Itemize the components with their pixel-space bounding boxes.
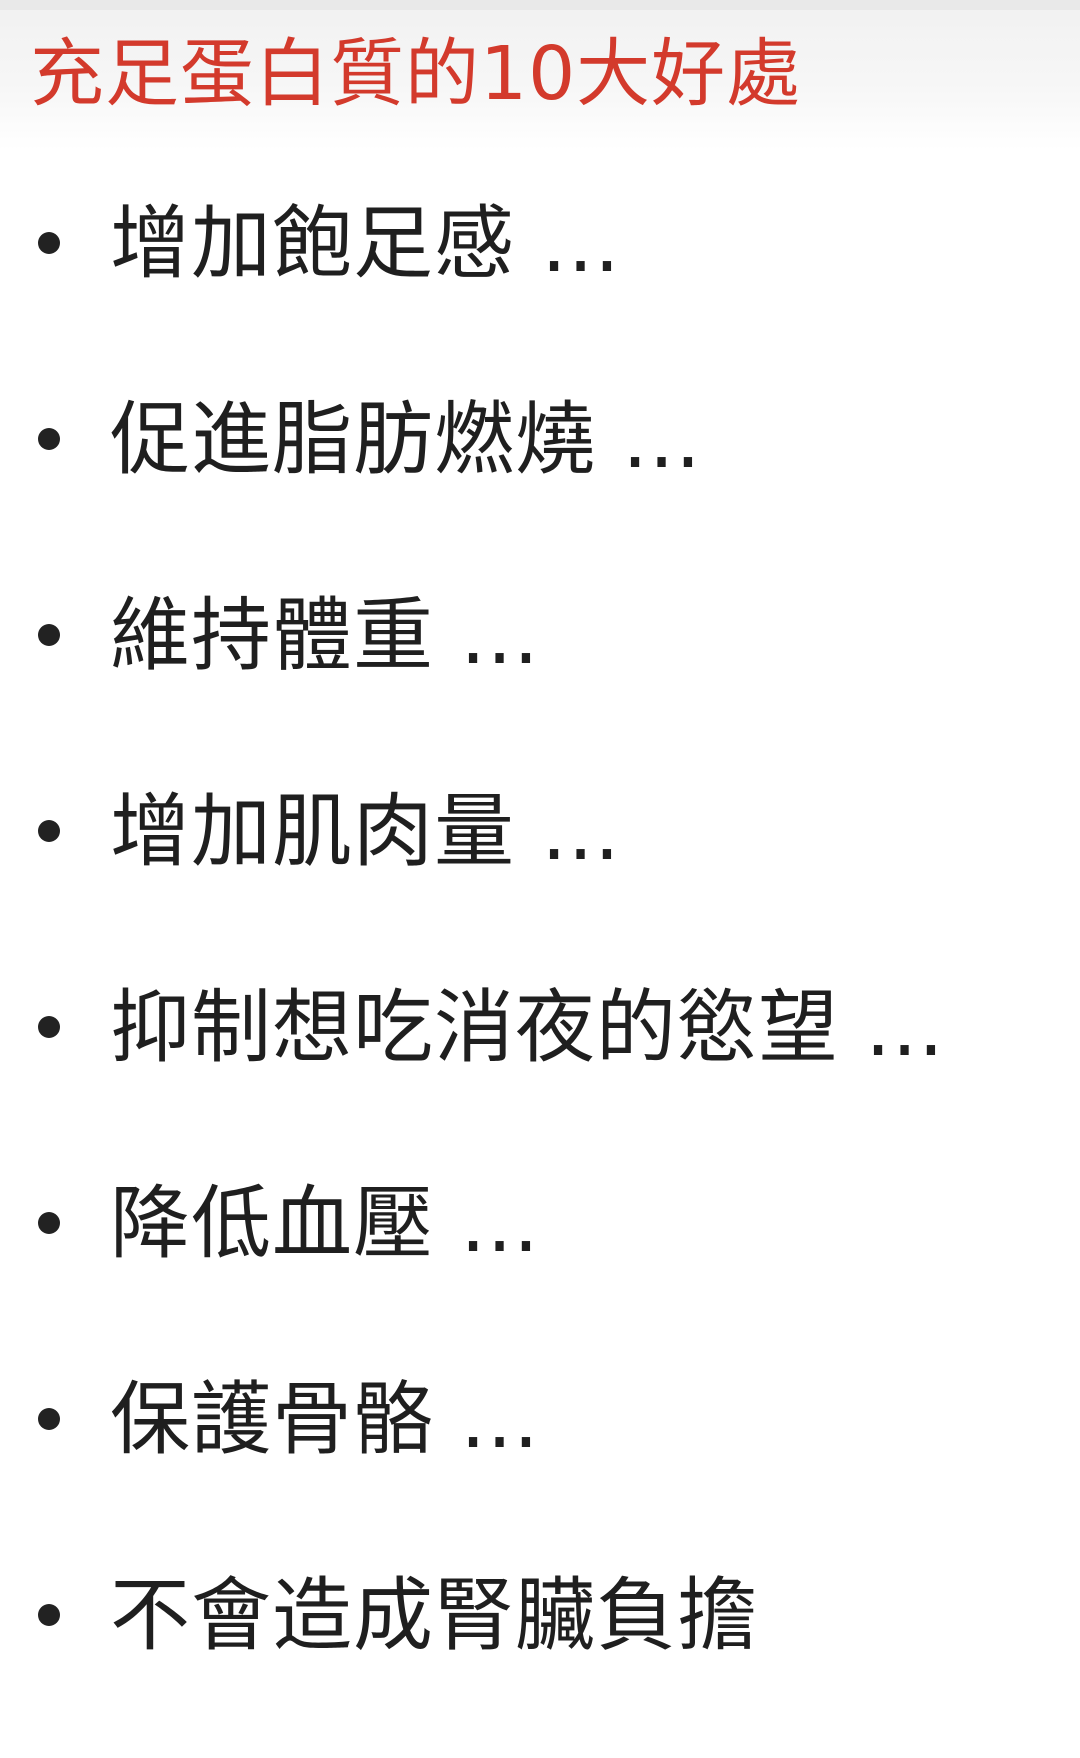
header-top-strip bbox=[0, 0, 1080, 10]
bullet-dot-icon bbox=[38, 428, 60, 450]
bullet-dot-icon bbox=[38, 820, 60, 842]
bullet-dot-icon bbox=[38, 1408, 60, 1430]
bullet-dot-icon bbox=[38, 1604, 60, 1626]
list-item: 增加飽足感 ... bbox=[0, 190, 1080, 386]
bullet-dot-icon bbox=[38, 1016, 60, 1038]
page-title: 充足蛋白質的10大好處 bbox=[30, 31, 802, 117]
list-item: 維持體重 ... bbox=[0, 582, 1080, 778]
list-item: 不會造成腎臟負擔 bbox=[0, 1562, 1080, 1758]
list-item: 促進脂肪燃燒 ... bbox=[0, 386, 1080, 582]
list-item-text: 不會造成腎臟負擔 bbox=[110, 1569, 758, 1662]
list-item-text: 增加肌肉量 ... bbox=[110, 785, 621, 878]
list-item-text: 增加飽足感 ... bbox=[110, 197, 621, 290]
bullet-dot-icon bbox=[38, 624, 60, 646]
list-item: 抑制想吃消夜的慾望 ... bbox=[0, 974, 1080, 1170]
list-item: 增加肌肉量 ... bbox=[0, 778, 1080, 974]
list-item-text: 維持體重 ... bbox=[110, 589, 540, 682]
header-bar: 充足蛋白質的10大好處 bbox=[0, 0, 1080, 150]
bullet-dot-icon bbox=[38, 1212, 60, 1234]
list-item: 保護骨骼 ... bbox=[0, 1366, 1080, 1562]
bullet-dot-icon bbox=[38, 232, 60, 254]
list-item-text: 降低血壓 ... bbox=[110, 1177, 540, 1270]
benefits-list: 增加飽足感 ... 促進脂肪燃燒 ... 維持體重 ... 增加肌肉量 ... … bbox=[0, 190, 1080, 1758]
list-item-text: 促進脂肪燃燒 ... bbox=[110, 393, 702, 486]
list-item-text: 保護骨骼 ... bbox=[110, 1373, 540, 1466]
list-item-text: 抑制想吃消夜的慾望 ... bbox=[110, 981, 945, 1074]
list-item: 降低血壓 ... bbox=[0, 1170, 1080, 1366]
